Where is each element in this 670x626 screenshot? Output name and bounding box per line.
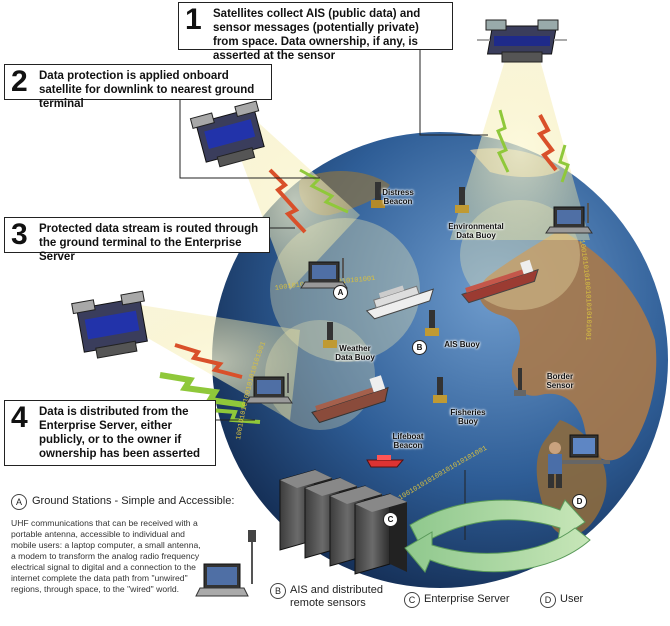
step-3-box: 3 Protected data stream is routed throug… [4, 217, 270, 263]
label-ais-buoy: AIS Buoy [444, 340, 480, 349]
legend-marker-c: C [404, 592, 420, 608]
label-weather-buoy: Weather Data Buoy [335, 344, 375, 362]
label-lifeboat-beacon: Lifeboat Beacon [392, 432, 424, 450]
step-2-number: 2 [11, 65, 28, 98]
legend-d-label: User [560, 593, 584, 605]
legend-a-title: Ground Stations - Simple and Accessible: [32, 495, 235, 507]
step-4-box: 4 Data is distributed from the Enterpris… [4, 400, 216, 466]
marker-c: C [383, 512, 398, 527]
buoy-icons [323, 182, 526, 403]
legend-b-label: AIS and distributed remote sensors [290, 584, 383, 609]
legend-laptop-illustration [195, 530, 256, 597]
laptop-ground-station-2 [245, 373, 293, 404]
laptop-ground-station-3 [545, 203, 593, 234]
user-desk [548, 434, 610, 488]
ship-tanker-2 [311, 375, 389, 424]
ship-tanker-1 [461, 259, 539, 304]
marker-a: A [333, 285, 348, 300]
label-distress-beacon: Distress Beacon [382, 188, 414, 206]
boat-lifeboat [366, 455, 405, 468]
satellite-1 [477, 19, 567, 63]
legend-marker-b: B [270, 583, 286, 599]
step-1-text: Satellites collect AIS (public data) and… [213, 8, 421, 62]
ship-cruise [365, 285, 435, 320]
step-3-number: 3 [11, 218, 28, 251]
legend-c-label: Enterprise Server [424, 593, 510, 605]
step-4-text: Data is distributed from the Enterprise … [39, 406, 201, 460]
satellite-2 [189, 100, 265, 168]
label-fisheries-buoy: Fisheries Buoy [450, 408, 486, 426]
label-environmental-buoy: Environmental Data Buoy [448, 222, 504, 240]
enterprise-server-racks [279, 469, 407, 575]
step-1-box: 1 Satellites collect AIS (public data) a… [178, 2, 453, 62]
callout-lines [179, 50, 488, 540]
legend-marker-a: A [11, 494, 27, 510]
legend-marker-d: D [540, 592, 556, 608]
step-2-text: Data protection is applied onboard satel… [39, 70, 255, 110]
step-3-text: Protected data stream is routed through … [39, 223, 259, 263]
marker-d: D [572, 494, 587, 509]
label-border-sensor: Border Sensor [546, 372, 574, 390]
server-user-arrows [404, 499, 591, 573]
satellite-3 [71, 290, 148, 359]
marker-b: B [412, 340, 427, 355]
step-4-number: 4 [11, 401, 28, 434]
step-2-box: 2 Data protection is applied onboard sat… [4, 64, 272, 110]
step-1-number: 1 [185, 3, 202, 36]
legend-a-description: UHF communications that can be received … [11, 518, 201, 594]
